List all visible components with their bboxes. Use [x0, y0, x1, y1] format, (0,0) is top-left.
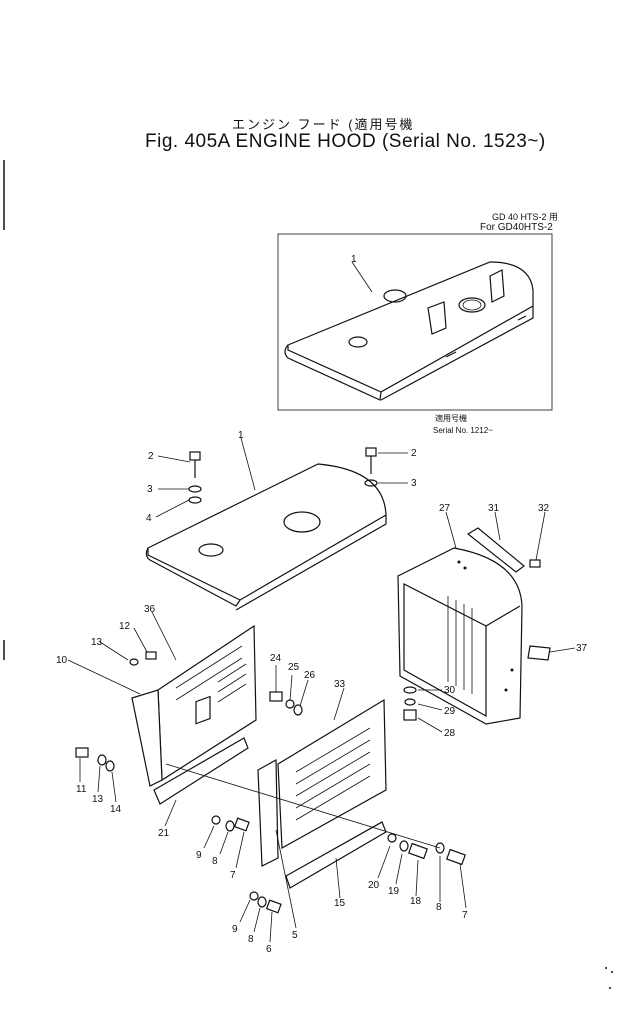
callout-14: 14 [110, 804, 122, 815]
bracket-21 [153, 737, 249, 805]
inset-serial-note: Serial No. 1212~ [433, 426, 493, 435]
callout-24: 24 [270, 653, 282, 664]
callout-3: 3 [147, 484, 153, 495]
callout-7: 7 [462, 910, 468, 921]
callout-10: 10 [56, 655, 68, 666]
side-panel-33 [277, 698, 387, 849]
callout-8: 8 [436, 902, 442, 913]
print-speck [605, 967, 607, 969]
bolt-stack-28-30 [403, 686, 417, 721]
callout-21: 21 [158, 828, 170, 839]
callout-8: 8 [212, 856, 218, 867]
engine-hood-panel [145, 437, 387, 611]
callout-11: 11 [76, 784, 87, 795]
figure-title-japanese: エンジン フード (適用号機 [232, 117, 415, 132]
callout-20: 20 [368, 880, 380, 891]
bolt-12 [129, 651, 157, 666]
side-panel-36 [157, 624, 257, 782]
callout-2: 2 [148, 451, 154, 462]
inset-frame [277, 233, 553, 411]
bolt-stack-11-14 [75, 747, 115, 772]
callout-30: 30 [444, 685, 456, 696]
inset-model-note-japanese: GD 40 HTS-2 用 [492, 212, 559, 222]
seal-strip-37 [527, 645, 551, 661]
callout-5: 5 [292, 930, 298, 941]
callout-2: 2 [411, 448, 417, 459]
callout-3: 3 [411, 478, 417, 489]
callout-1: 1 [238, 430, 244, 441]
side-panel-10 [131, 689, 163, 787]
callout-33: 33 [334, 679, 346, 690]
hood-bolt-left [188, 451, 202, 504]
callout-18: 18 [410, 896, 422, 907]
callout-9: 9 [196, 850, 202, 861]
callout-37: 37 [576, 643, 588, 654]
callout-31: 31 [488, 503, 500, 514]
callout-13: 13 [91, 637, 103, 648]
hood-bolt-right [364, 447, 378, 487]
callout-12: 12 [119, 621, 131, 632]
print-speck [611, 971, 613, 973]
radiator-cover [397, 547, 523, 725]
bolt-stack-7-20-right [387, 833, 466, 866]
callout-26: 26 [304, 670, 316, 681]
callout-29: 29 [444, 706, 456, 717]
callout-25: 25 [288, 662, 300, 673]
bolt-32 [529, 559, 541, 568]
callout-28: 28 [444, 728, 456, 739]
callout-19: 19 [388, 886, 400, 897]
panel-5 [257, 758, 279, 867]
callout-4: 4 [146, 513, 152, 524]
callout-9: 9 [232, 924, 238, 935]
inset-model-note: For GD40HTS-2 [480, 222, 553, 233]
inset-hood [284, 261, 534, 401]
bracket-15 [285, 821, 387, 889]
inset-serial-note-japanese: 適用号機 [435, 414, 467, 423]
callout-8: 8 [248, 934, 254, 945]
seal-strip-31 [466, 527, 525, 573]
callout-6: 6 [266, 944, 272, 955]
bolt-stack-24-26 [269, 691, 303, 716]
bolt-stack-7-9-upper [211, 815, 250, 832]
print-speck [609, 987, 611, 989]
callout-32: 32 [538, 503, 550, 514]
bolt-stack-6-9-lower [249, 891, 282, 914]
figure-title: Fig. 405A ENGINE HOOD (Serial No. 1523~) [145, 131, 546, 152]
callout-15: 15 [334, 898, 346, 909]
inset-callout-1: 1 [351, 254, 357, 265]
callout-36: 36 [144, 604, 156, 615]
callout-7: 7 [230, 870, 236, 881]
callout-27: 27 [439, 503, 451, 514]
callout-13: 13 [92, 794, 104, 805]
